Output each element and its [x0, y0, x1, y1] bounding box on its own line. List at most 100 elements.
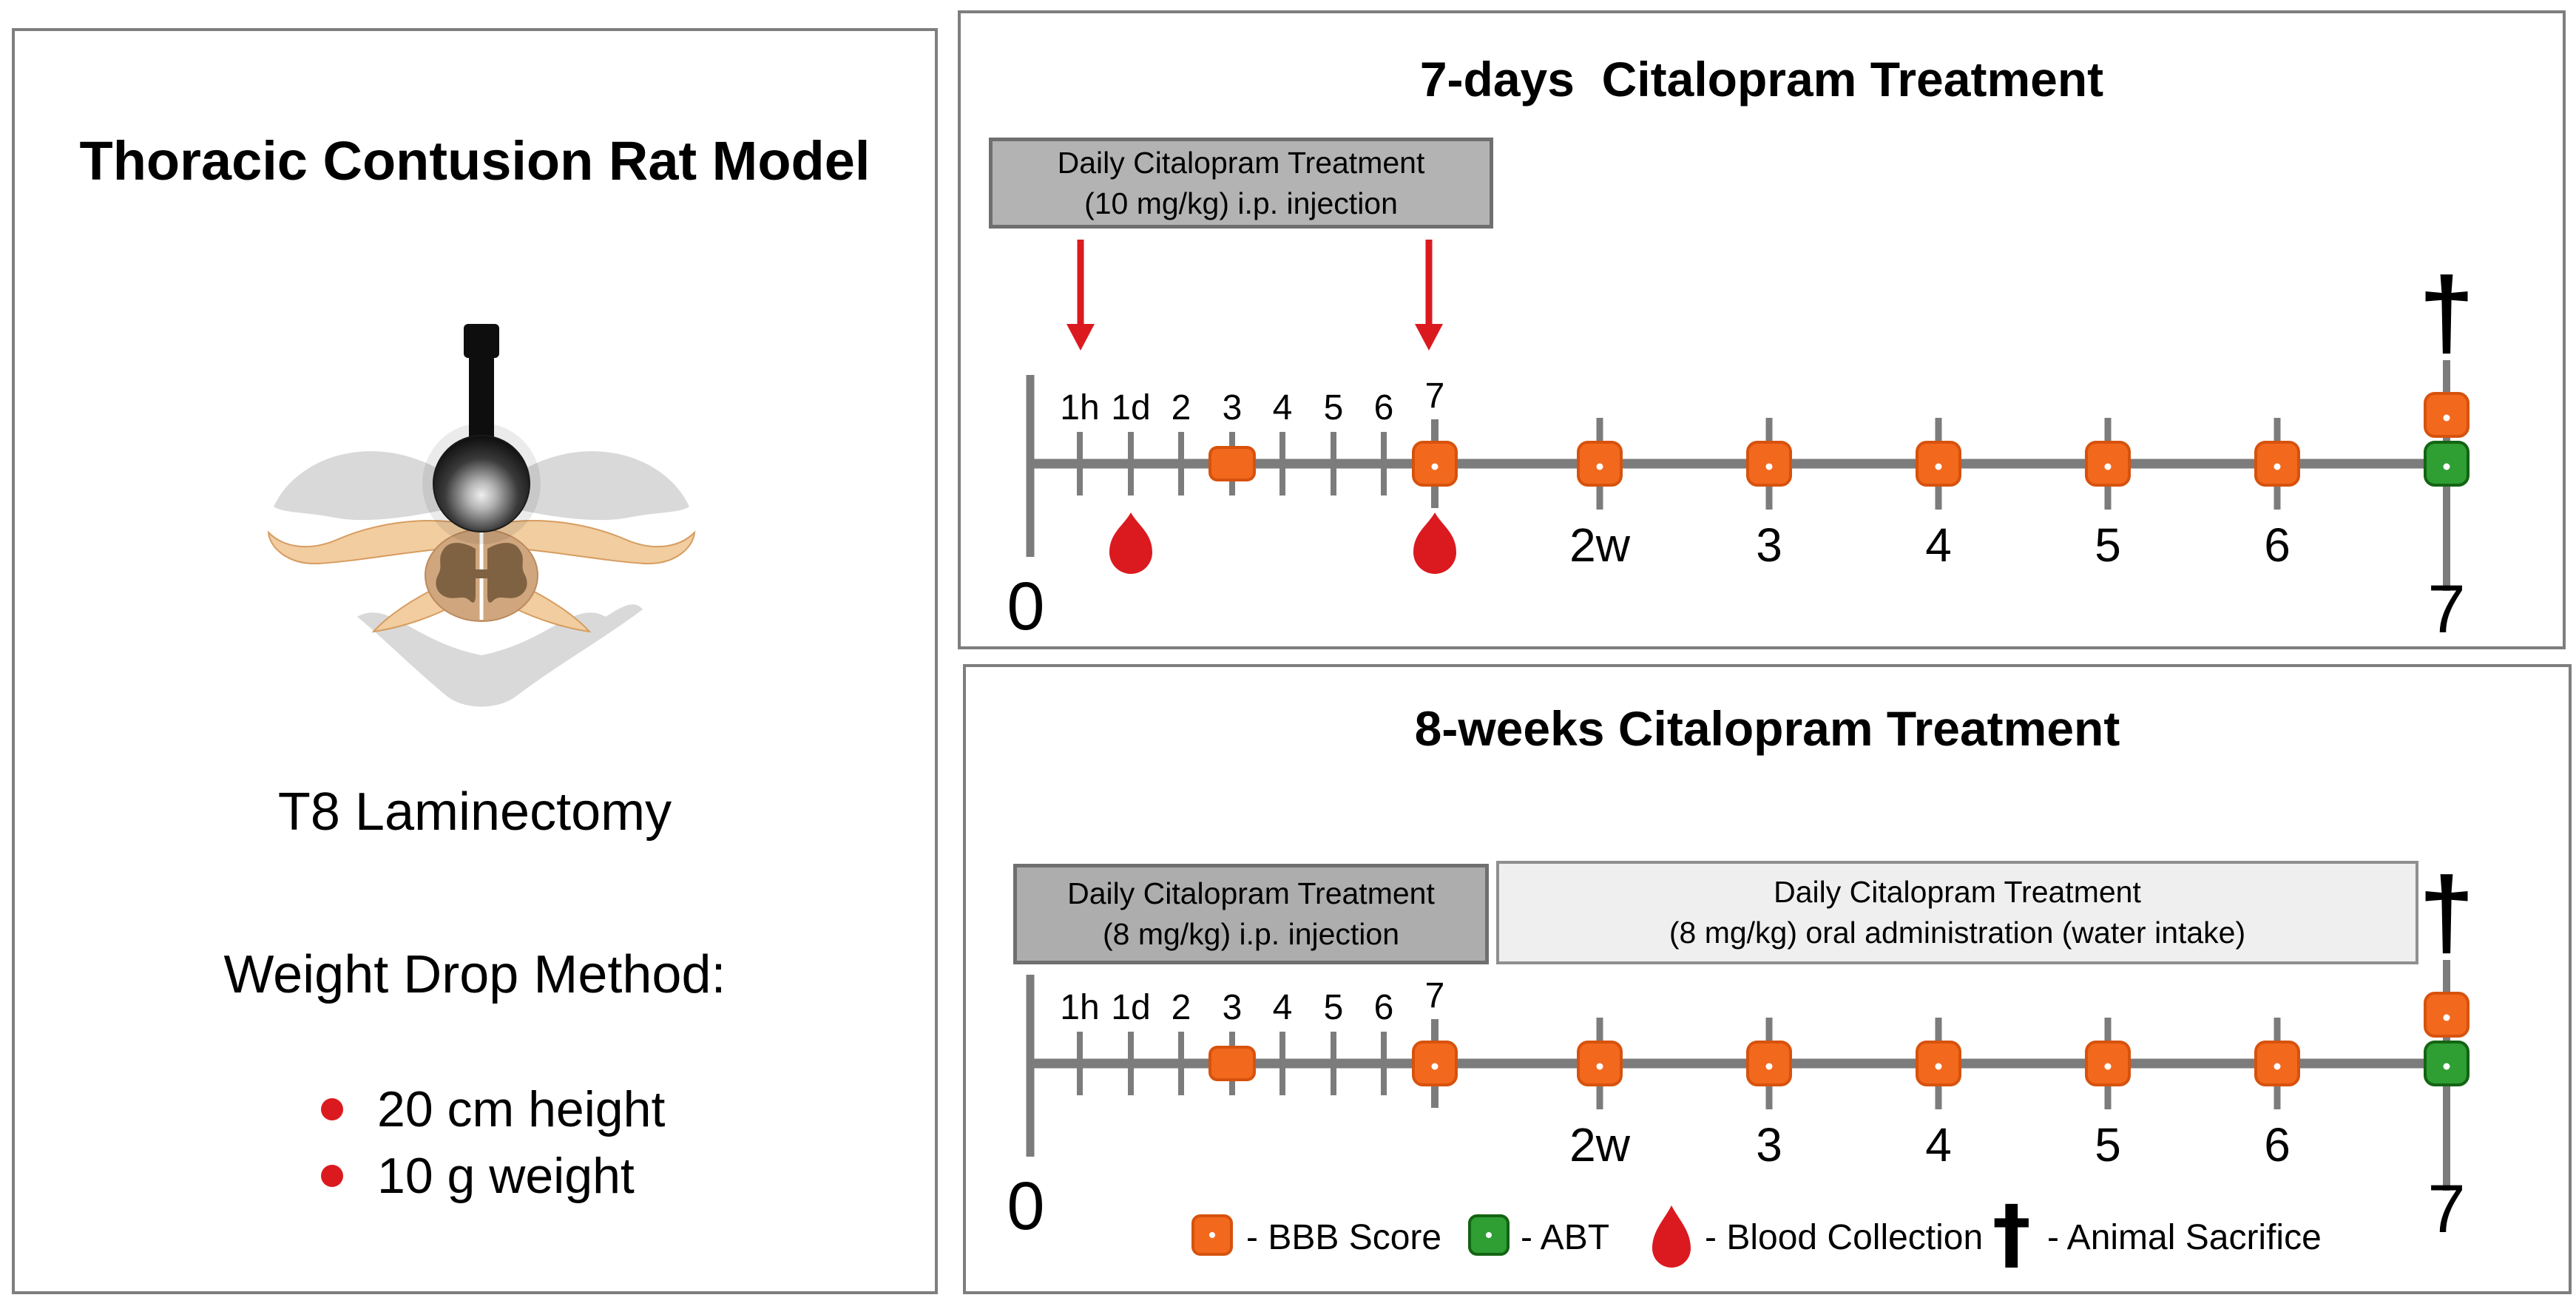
marker-highlight-dot — [1765, 1063, 1773, 1070]
day-tick-label: 5 — [1324, 388, 1344, 427]
ip-injection-box-line2: (10 mg/kg) i.p. injection — [1084, 186, 1398, 220]
day-tick-label: 1h — [1060, 988, 1099, 1027]
vertebra-spinous-process — [357, 604, 643, 707]
panel-7days-title: 7-days Citalopram Treatment — [1419, 52, 2104, 106]
week-label: 3 — [1756, 1118, 1782, 1171]
dagger-icon: † — [1992, 1188, 2031, 1279]
bbb-score-small-marker — [1208, 1046, 1256, 1081]
week-label: 4 — [1925, 518, 1952, 572]
panel-7days-treatment: 7-days Citalopram Treatment Daily Citalo… — [958, 10, 2566, 649]
blood-drop-icon — [1413, 513, 1456, 574]
ip-injection-box: Daily Citalopram Treatment (8 mg/kg) i.p… — [1013, 864, 1489, 964]
animal-sacrifice-icon: † — [2418, 856, 2474, 968]
bullet-label: 10 g weight — [377, 1148, 635, 1204]
end-label: 7 — [2427, 1171, 2465, 1247]
transverse-process-left — [267, 519, 476, 565]
marker-highlight-dot — [1596, 1063, 1603, 1070]
day-tick-label: 1d — [1111, 988, 1150, 1027]
lamina-left — [371, 584, 450, 633]
panel-8weeks-treatment: 8-weeks Citalopram Treatment Daily Cital… — [963, 664, 2572, 1294]
week-label: 4 — [1925, 1118, 1952, 1171]
day-tick-label: 7 — [1425, 976, 1445, 1015]
vertebra-wing-left — [274, 451, 472, 521]
day-tick-label: 4 — [1273, 388, 1293, 427]
vertebra-cross-section — [267, 451, 696, 707]
transverse-process-right — [487, 519, 696, 565]
day-tick-label: 2 — [1172, 388, 1191, 427]
bullet-item: 20 cm height — [15, 1081, 935, 1137]
gray-matter-right — [487, 542, 527, 603]
week-label: 2w — [1569, 1118, 1631, 1171]
animal-sacrifice-icon: † — [2418, 257, 2474, 368]
bbb-score-swatch-icon — [1191, 1214, 1233, 1256]
day-tick-label: 2 — [1172, 988, 1191, 1027]
week-label: 6 — [2264, 518, 2291, 572]
marker-highlight-dot — [1596, 463, 1603, 470]
origin-label: 0 — [1007, 569, 1044, 644]
marker-highlight-dot — [2443, 463, 2450, 470]
gray-matter-commissure — [473, 569, 490, 578]
impactor-ball — [433, 435, 530, 532]
vertebra-wing-right — [491, 451, 689, 521]
day-tick-label: 1d — [1111, 388, 1150, 427]
blood-drop-icon — [1109, 513, 1152, 575]
marker-highlight-dot — [1935, 1063, 1942, 1070]
legend-label-bbb: - BBB Score — [1246, 1218, 1442, 1257]
bullet-dot — [321, 1165, 343, 1187]
day-tick-label: 7 — [1425, 376, 1445, 416]
impactor-device — [422, 324, 541, 544]
marker-highlight-dot — [1765, 463, 1773, 470]
marker-highlight-dot — [2443, 1014, 2450, 1021]
day-tick-label: 3 — [1223, 988, 1243, 1027]
marker-highlight-dot — [2104, 1063, 2112, 1070]
legend-label-sacrifice: - Animal Sacrifice — [2047, 1218, 2322, 1257]
day-tick-label: 1h — [1060, 388, 1099, 427]
week-label: 2w — [1569, 518, 1631, 572]
oral-administration-box: Daily Citalopram Treatment (8 mg/kg) ora… — [1496, 861, 2418, 964]
day-tick-label: 4 — [1273, 988, 1293, 1027]
oral-box-line2: (8 mg/kg) oral administration (water int… — [1669, 916, 2246, 950]
marker-highlight-dot — [1935, 463, 1942, 470]
gray-matter-left — [436, 542, 476, 603]
laminectomy-label: T8 Laminectomy — [277, 782, 672, 842]
marker-highlight-dot — [2443, 414, 2450, 422]
bullet-dot — [321, 1098, 343, 1120]
panel-8weeks-title: 8-weeks Citalopram Treatment — [1414, 701, 2120, 756]
day-tick-label: 3 — [1223, 388, 1243, 427]
marker-highlight-dot — [1431, 463, 1439, 470]
rat-model-title: Thoracic Contusion Rat Model — [79, 130, 871, 192]
week-label: 5 — [2095, 1118, 2121, 1171]
lamina-right — [513, 584, 592, 633]
marker-highlight-dot — [1431, 1063, 1439, 1070]
marker-highlight-dot — [2443, 1063, 2450, 1070]
marker-highlight-dot — [2274, 1063, 2281, 1070]
ip-injection-box: Daily Citalopram Treatment (10 mg/kg) i.… — [989, 138, 1493, 229]
weight-drop-vertebra-illustration — [267, 324, 696, 707]
panel-rat-model: Thoracic Contusion Rat Model — [12, 28, 938, 1294]
impactor-stem — [469, 352, 494, 445]
marker-highlight-dot — [2104, 463, 2112, 470]
bbb-score-small-marker — [1208, 446, 1256, 481]
day-tick-label: 5 — [1324, 988, 1344, 1027]
oral-box-line1: Daily Citalopram Treatment — [1774, 875, 2141, 909]
impactor-cap — [464, 324, 499, 358]
ip-injection-box-line1: Daily Citalopram Treatment — [1067, 876, 1435, 910]
weight-drop-method-heading: Weight Drop Method: — [223, 945, 726, 1004]
week-label: 6 — [2264, 1118, 2291, 1171]
blood-drop-icon — [1652, 1205, 1691, 1268]
abt-swatch-icon — [1468, 1214, 1510, 1256]
ip-injection-box-line1: Daily Citalopram Treatment — [1057, 145, 1425, 180]
week-label: 3 — [1756, 518, 1782, 572]
day-tick-label: 6 — [1374, 388, 1394, 427]
legend-label-blood: - Blood Collection — [1705, 1218, 1984, 1257]
origin-label: 0 — [1007, 1168, 1044, 1244]
day-tick-label: 6 — [1374, 988, 1394, 1027]
week-label: 5 — [2095, 518, 2121, 572]
bullet-label: 20 cm height — [377, 1081, 666, 1137]
bullet-item: 10 g weight — [15, 1148, 935, 1204]
marker-highlight-dot — [2274, 463, 2281, 470]
end-label: 7 — [2427, 572, 2465, 646]
